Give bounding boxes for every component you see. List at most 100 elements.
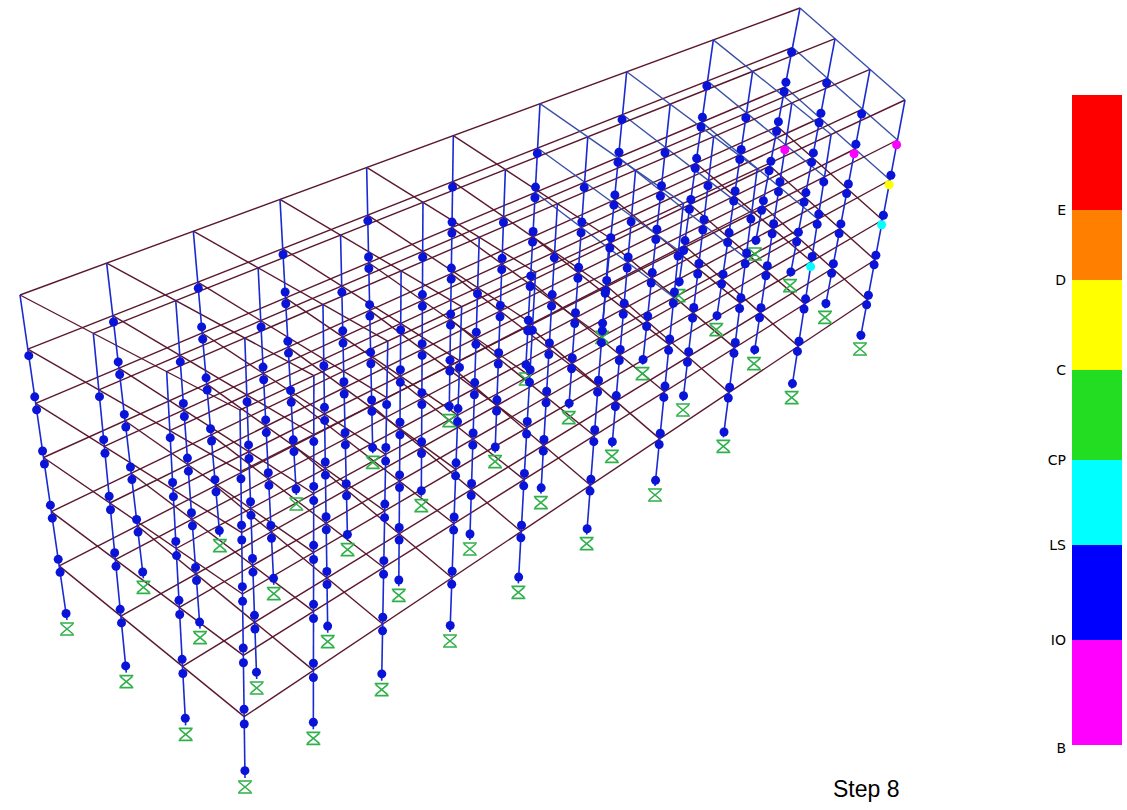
plastic-hinge (284, 349, 293, 358)
plastic-hinge (691, 164, 700, 173)
plastic-hinge (105, 492, 114, 501)
plastic-hinge (121, 661, 130, 670)
plastic-hinge (116, 605, 125, 614)
beam-line (535, 192, 674, 297)
plastic-hinge (664, 346, 673, 355)
support-symbol (676, 404, 690, 416)
plastic-hinge (264, 481, 273, 490)
plastic-hinge (547, 302, 556, 311)
plastic-hinge (780, 145, 789, 154)
fixed-support (709, 324, 723, 336)
plastic-hinge (822, 79, 831, 88)
plastic-hinge (731, 187, 740, 196)
beam-line (107, 263, 314, 375)
legend-label: CP (1048, 452, 1066, 468)
plastic-hinge (379, 570, 388, 579)
plastic-hinge (279, 250, 288, 259)
plastic-hinge (109, 317, 118, 326)
plastic-hinge (418, 290, 427, 299)
plastic-hinge (309, 555, 318, 564)
plastic-hinge (827, 269, 836, 278)
legend-label: B (1056, 740, 1066, 756)
support-symbol (414, 500, 428, 512)
plastic-hinge (445, 402, 454, 411)
plastic-hinge (686, 195, 695, 204)
plastic-hinge (655, 440, 664, 449)
plastic-hinge (523, 326, 532, 335)
plastic-hinge (497, 265, 506, 274)
plastic-hinge (379, 556, 388, 565)
support-symbol (193, 632, 207, 644)
plastic-hinge (793, 347, 802, 356)
beam-line (113, 316, 314, 435)
plastic-hinge (138, 568, 147, 577)
beam-line (198, 282, 387, 398)
plastic-hinge (780, 87, 789, 96)
beam-line (800, 8, 905, 100)
plastic-hinge (498, 254, 507, 263)
fixed-support (648, 489, 662, 501)
plastic-hinge (244, 440, 253, 449)
plastic-hinge (725, 228, 734, 237)
plastic-hinge (417, 486, 426, 495)
plastic-hinge (48, 514, 57, 523)
support-symbol (463, 543, 477, 555)
plastic-hinge (322, 525, 331, 534)
plastic-hinge (862, 300, 871, 309)
plastic-hinge (605, 243, 614, 252)
fixed-support (119, 676, 133, 688)
plastic-hinge (338, 326, 347, 335)
plastic-hinge (800, 198, 809, 207)
plastic-hinge (322, 567, 331, 576)
plastic-hinge (531, 183, 540, 192)
plastic-hinge (857, 109, 866, 118)
fixed-support (463, 543, 477, 555)
fixed-support (238, 781, 252, 793)
plastic-hinge (448, 218, 457, 227)
plastic-hinge (169, 492, 178, 501)
plastic-hinge (879, 211, 888, 220)
plastic-hinge (689, 303, 698, 312)
plastic-hinge (394, 576, 403, 585)
beam-line (20, 295, 240, 410)
plastic-hinge (813, 220, 822, 229)
legend-label: D (1055, 272, 1066, 288)
column-line (754, 103, 792, 355)
plastic-hinge (179, 399, 188, 408)
plastic-hinge (206, 424, 215, 433)
column-line (683, 137, 714, 401)
plastic-hinge (32, 405, 41, 414)
plastic-hinge (266, 521, 275, 530)
plastic-hinge (448, 567, 457, 576)
beam-line (28, 48, 793, 350)
plastic-hinge (781, 78, 790, 87)
plastic-hinge (395, 536, 404, 545)
plastic-hinge (608, 437, 617, 446)
plastic-hinge (174, 596, 183, 605)
column-line (755, 8, 800, 245)
plastic-hinge (769, 219, 778, 228)
plastic-hinge (121, 423, 130, 432)
plastic-hinge (343, 530, 352, 539)
plastic-hinge (685, 205, 694, 214)
beams (20, 8, 905, 717)
plastic-hinge (494, 359, 503, 368)
plastic-hinge (262, 428, 271, 437)
beam-line (793, 48, 898, 141)
plastic-hinge (528, 238, 537, 247)
plastic-hinge (496, 301, 505, 310)
fixed-support (443, 635, 457, 647)
fixed-support (213, 540, 227, 552)
plastic-hinge (570, 319, 579, 328)
plastic-hinge (517, 521, 526, 530)
beam-line (369, 263, 530, 376)
plastic-hinge (417, 437, 426, 446)
plastic-hinge (120, 410, 129, 419)
plastic-hinge (381, 457, 390, 466)
plastic-hinge (816, 109, 825, 118)
plastic-hinge (99, 435, 108, 444)
plastic-hinge (492, 395, 501, 404)
fixed-support (60, 623, 74, 635)
fixed-support (267, 588, 281, 600)
